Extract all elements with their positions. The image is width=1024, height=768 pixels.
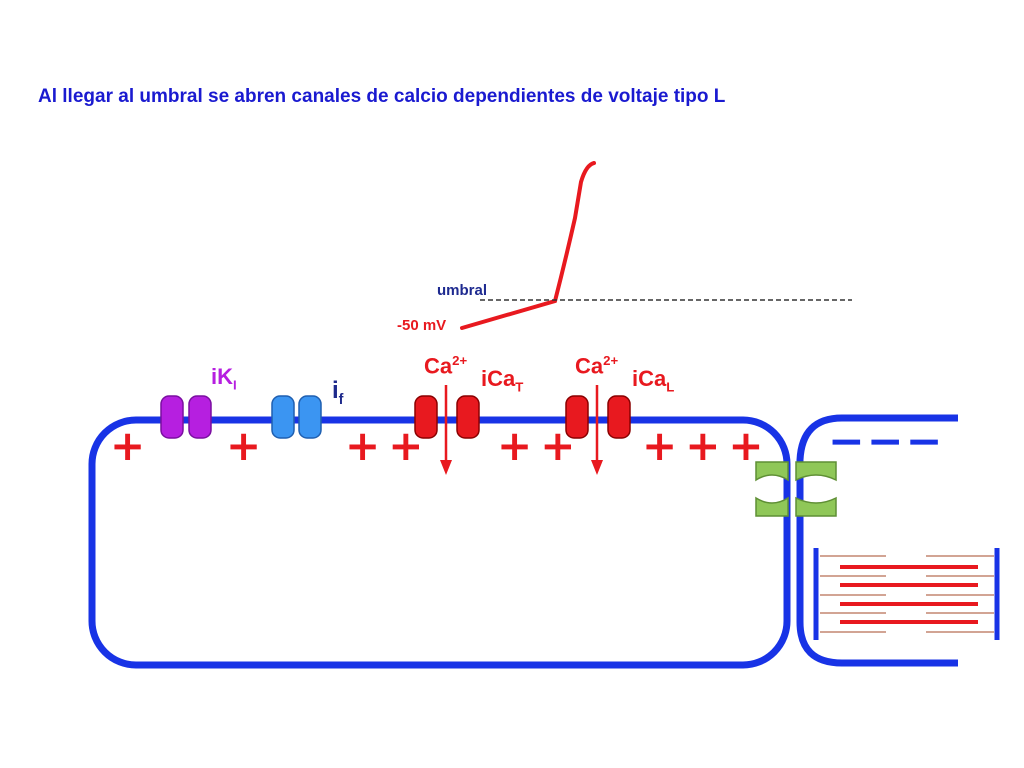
ica-t-label: iCaT bbox=[481, 368, 523, 394]
ica-t-channel-icon bbox=[414, 395, 480, 439]
if-channel-icon bbox=[271, 395, 322, 439]
if-label-main: i bbox=[332, 377, 339, 404]
ica-l-sub: L bbox=[666, 379, 675, 395]
positive-charge-5: +++ bbox=[642, 421, 772, 470]
ca-t-main: Ca bbox=[424, 353, 453, 379]
ca-t-sup: 2+ bbox=[452, 353, 468, 368]
if-label-sub: f bbox=[338, 391, 344, 408]
action-potential-trace bbox=[460, 161, 596, 330]
ik-label-main: iK bbox=[211, 364, 233, 389]
ica-t-sub: T bbox=[515, 379, 524, 395]
cell-membrane bbox=[88, 416, 791, 669]
ik-channel-icon bbox=[160, 395, 212, 439]
calcium-influx-arrow-t bbox=[440, 385, 452, 475]
calcium-ion-label-t: Ca2+ bbox=[424, 354, 467, 377]
negative-charges: −−− bbox=[828, 416, 945, 467]
positive-charge-1: + bbox=[110, 421, 154, 470]
ik-label: iKI bbox=[211, 366, 237, 392]
calcium-influx-arrow-l bbox=[591, 385, 603, 475]
calcium-ion-label-l: Ca2+ bbox=[575, 354, 618, 377]
ica-l-label: iCaL bbox=[632, 368, 674, 394]
ica-l-channel-icon bbox=[565, 395, 631, 439]
ik-label-sub: I bbox=[233, 377, 237, 393]
neighbor-cell-membrane bbox=[796, 414, 958, 667]
threshold-label: umbral bbox=[437, 282, 488, 299]
sarcomere-icon bbox=[813, 548, 1000, 640]
ica-l-main: iCa bbox=[632, 366, 667, 391]
slide-title: Al llegar al umbral se abren canales de … bbox=[38, 86, 726, 107]
ica-t-main: iCa bbox=[481, 366, 516, 391]
ca-l-main: Ca bbox=[575, 353, 604, 379]
resting-potential-label: -50 mV bbox=[397, 317, 447, 334]
gap-junction-icon bbox=[755, 461, 837, 517]
positive-charge-2: + bbox=[226, 421, 270, 470]
ca-l-sup: 2+ bbox=[603, 353, 619, 368]
positive-charge-4: ++ bbox=[497, 421, 584, 470]
if-label: if bbox=[332, 379, 343, 407]
positive-charge-3: ++ bbox=[345, 421, 432, 470]
